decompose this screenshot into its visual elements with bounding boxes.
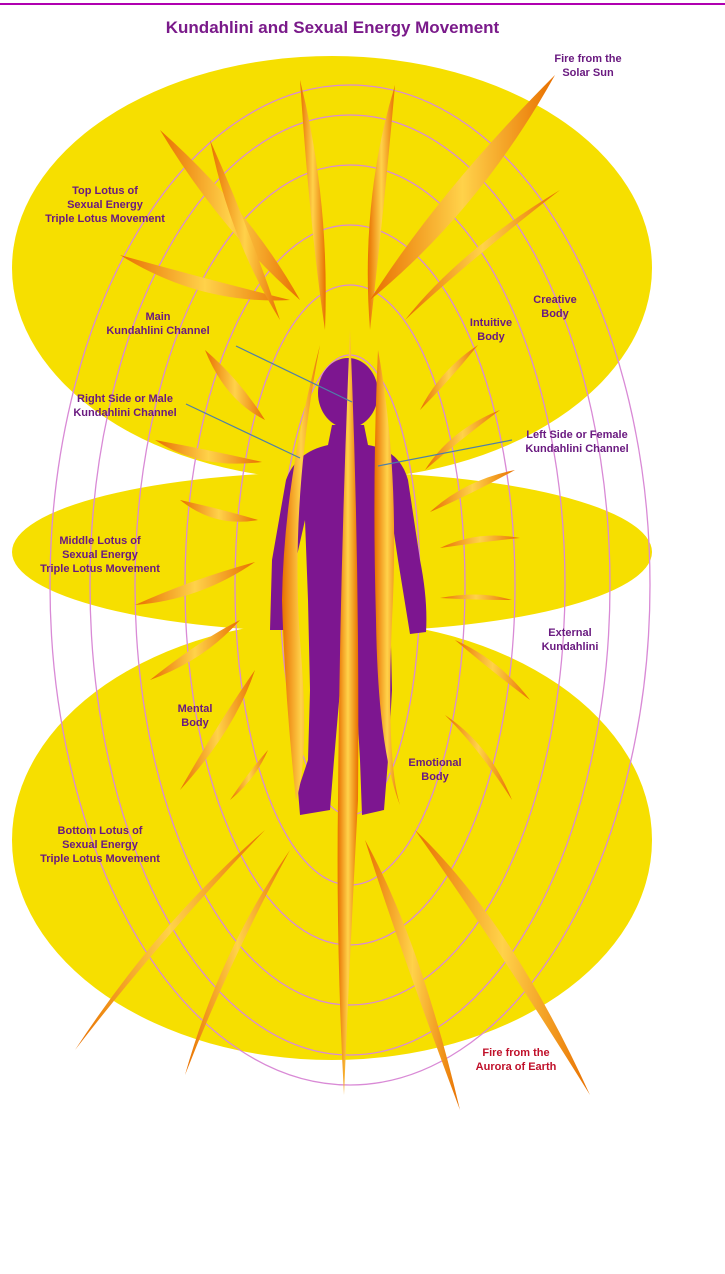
label-external-kundahlini: External Kundahlini bbox=[520, 626, 620, 654]
label-middle-lotus: Middle Lotus of Sexual Energy Triple Lot… bbox=[15, 534, 185, 576]
label-left-channel: Left Side or Female Kundahlini Channel bbox=[502, 428, 652, 456]
label-mental-body: Mental Body bbox=[160, 702, 230, 730]
label-fire-solar-sun: Fire from the Solar Sun bbox=[528, 52, 648, 80]
label-intuitive-body: Intuitive Body bbox=[446, 316, 536, 344]
label-main-channel: Main Kundahlini Channel bbox=[88, 310, 228, 338]
label-right-channel: Right Side or Male Kundahlini Channel bbox=[50, 392, 200, 420]
label-emotional-body: Emotional Body bbox=[390, 756, 480, 784]
label-top-lotus: Top Lotus of Sexual Energy Triple Lotus … bbox=[20, 184, 190, 226]
label-fire-aurora-earth: Fire from the Aurora of Earth bbox=[456, 1046, 576, 1074]
label-bottom-lotus: Bottom Lotus of Sexual Energy Triple Lot… bbox=[15, 824, 185, 866]
